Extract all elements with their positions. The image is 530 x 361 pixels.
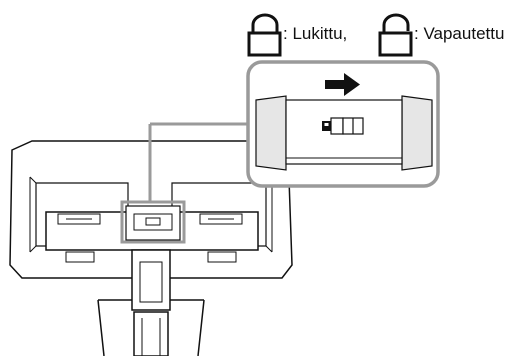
unlocked-label: : Vapautettu <box>414 24 505 43</box>
lock-area-highlight <box>120 200 186 244</box>
monitor-back <box>9 140 293 279</box>
right-arrow-icon <box>325 73 360 96</box>
padlock-open-icon <box>378 13 413 57</box>
locked-label: : Lukittu, <box>283 24 348 43</box>
callout-leader <box>148 122 248 202</box>
lock-slide-switch-icon <box>322 117 364 135</box>
padlock-closed-icon <box>247 13 282 57</box>
monitor-stand <box>97 249 205 357</box>
